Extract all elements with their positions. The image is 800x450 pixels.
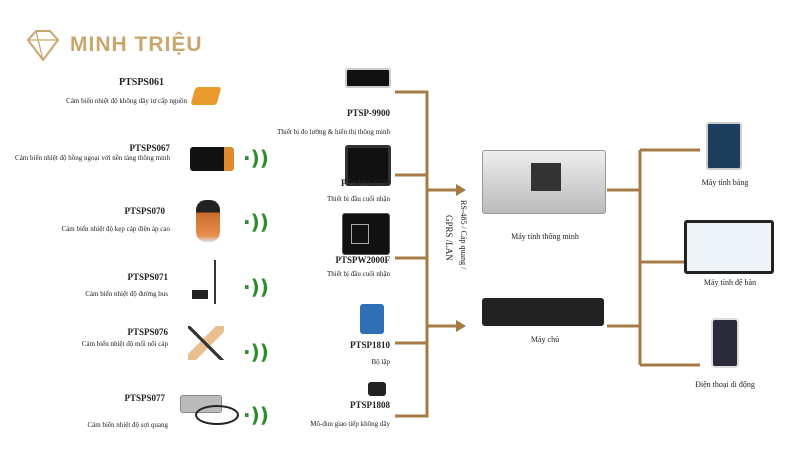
sensor-image [190, 147, 234, 171]
desktop-label: Máy tính để bàn [703, 278, 757, 287]
brand-name: MINH TRIỆU [70, 33, 203, 56]
device-image [345, 68, 391, 88]
wireless-signal-icon: ·)) [243, 146, 269, 170]
sensor-image [190, 260, 225, 308]
sensor-image [196, 200, 220, 242]
link-arrow-line [427, 188, 458, 328]
smart-computer-label: Máy tính thông minh [511, 232, 579, 241]
sensor-code: PTSPS077 [124, 393, 165, 403]
sensor-code: PTSPS070 [124, 206, 165, 216]
sensor-desc: Cảm biến nhiệt độ sợi quang [87, 421, 169, 429]
phone-image [711, 318, 739, 368]
fiber-cable-image [195, 405, 239, 425]
device-image [360, 304, 384, 334]
device-image [342, 213, 390, 255]
sensor-desc: Cảm biến nhiệt độ kẹp cáp điện áp cao [61, 225, 170, 233]
client-bracket-line [607, 148, 700, 367]
link-label-line1: RS-485 / Cáp quang / [459, 200, 468, 270]
device-code: PTSPW2100 [340, 178, 390, 188]
sensor-desc: Cảm biến nhiệt độ hồng ngoại với nền tản… [15, 154, 170, 162]
arrow-head [456, 184, 466, 196]
device-code: PTSPW2000F [335, 255, 390, 265]
device-code: PTSP-9900 [346, 108, 390, 118]
diamond-logo-icon [26, 30, 60, 62]
sensor-code: PTSPS061 [118, 77, 164, 88]
tablet-image [706, 122, 742, 170]
phone-label: Điện thoại di động [695, 380, 755, 389]
link-label-line2: GPRS /LAN [444, 215, 454, 261]
device-desc: Mô-đun giao tiếp không dây [310, 420, 390, 428]
sensor-code: PTSPS067 [129, 143, 170, 153]
sensor-desc: Cảm biến nhiệt độ mối nối cáp [81, 340, 168, 348]
device-desc: Thiết bị đo lường & hiển thị thông minh [277, 128, 390, 136]
wireless-signal-icon: ·)) [243, 403, 269, 427]
brand-logo: MINH TRIỆU [22, 28, 203, 62]
sensor-image [188, 326, 224, 360]
device-desc: Thiết bị đầu cuối nhận [327, 270, 390, 278]
device-code: PTSP1810 [349, 340, 390, 350]
device-bracket-line [395, 90, 429, 418]
arrow-head [456, 320, 466, 332]
server-label: Máy chủ [530, 335, 560, 344]
sensor-code: PTSPS071 [127, 272, 168, 282]
desktop-image [684, 220, 774, 274]
sensor-code: PTSPS076 [127, 327, 168, 337]
device-desc: Thiết bị đầu cuối nhận [327, 195, 390, 203]
server-image [482, 298, 604, 326]
sensor-desc: Cảm biến nhiệt độ không dây tự cấp nguồn [66, 97, 187, 105]
wireless-signal-icon: ·)) [243, 210, 269, 234]
device-code: PTSP1808 [349, 400, 390, 410]
device-image [345, 145, 391, 186]
tablet-label: Máy tính bảng [701, 178, 749, 187]
wireless-signal-icon: ·)) [243, 275, 269, 299]
wireless-signal-icon: ·)) [243, 340, 269, 364]
smart-computer-image [482, 150, 606, 214]
sensor-desc: Cảm biến nhiệt độ đường bus [85, 290, 168, 298]
device-desc: Bộ lặp [371, 358, 390, 366]
device-image [368, 382, 386, 396]
